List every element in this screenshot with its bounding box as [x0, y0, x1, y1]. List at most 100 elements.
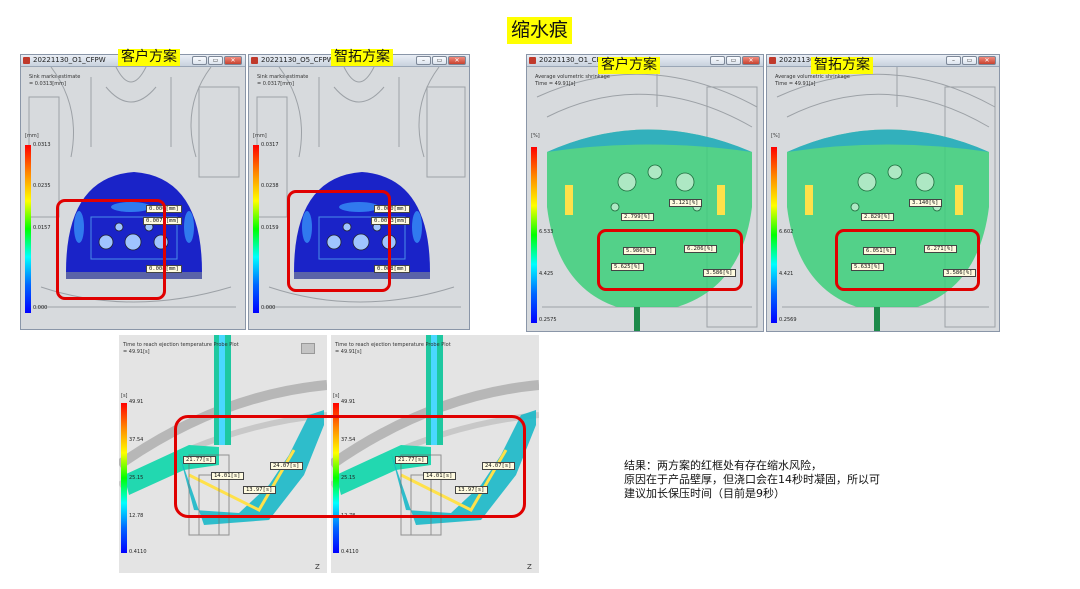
probe-label: 3.121[%]: [669, 199, 702, 207]
result-name: Time to reach ejection temperature Probe…: [123, 342, 239, 348]
color-scale-bar: [333, 403, 339, 553]
scale-tick: 0.0159: [261, 225, 279, 231]
scale-tick: 6.533: [539, 229, 554, 235]
scale-tick: 0.0238: [261, 183, 279, 189]
scheme-label-customer: 客户方案: [598, 57, 660, 74]
restore-button[interactable]: ▭: [962, 56, 977, 65]
restore-button[interactable]: ▭: [208, 56, 223, 65]
color-scale-bar: [771, 147, 777, 323]
scale-tick: 6.602: [779, 229, 794, 235]
shrinkage-model-render: [527, 67, 763, 331]
scale-tick: 49.91: [129, 399, 144, 405]
scale-tick: 0.000: [261, 305, 276, 311]
scale-tick: 0.000: [33, 305, 48, 311]
color-scale-bar: [25, 145, 31, 313]
model-viewport[interactable]: Average volumetric shrinkage Time = 49.9…: [527, 67, 763, 331]
scale-tick: 0.4110: [129, 549, 147, 555]
probe-label: 14.01[s]: [211, 472, 244, 480]
slide-title: 缩水痕: [507, 17, 573, 44]
window-titlebar[interactable]: 20221130_O5_CFPW – ▭ ✕: [249, 55, 469, 67]
window-titlebar[interactable]: 20221130_O5_CFPW – ▭ ✕: [767, 55, 999, 67]
probe-label: 5.625[%]: [611, 263, 644, 271]
minimize-button[interactable]: –: [416, 56, 431, 65]
scale-unit: [%]: [771, 133, 780, 139]
scale-tick: 4.421: [779, 271, 794, 277]
scale-tick: 25.15: [129, 475, 144, 481]
app-icon: [251, 57, 258, 64]
scale-tick: 25.15: [341, 475, 356, 481]
scheme-label-customer: 客户方案: [118, 49, 180, 66]
scheme-label-zhituo: 智拓方案: [331, 49, 393, 66]
scale-unit: [%]: [531, 133, 540, 139]
scale-tick: 0.2569: [779, 317, 797, 323]
app-icon: [769, 57, 776, 64]
scale-unit: [mm]: [25, 133, 39, 139]
result-value: = 0.0313[mm]: [29, 81, 66, 87]
scale-tick: 0.2575: [539, 317, 557, 323]
risk-highlight-box: [287, 190, 391, 292]
window-title: 20221130_O1_CFPW: [33, 56, 106, 64]
result-name: Average volumetric shrinkage: [775, 74, 850, 80]
restore-button[interactable]: ▭: [726, 56, 741, 65]
close-button[interactable]: ✕: [448, 56, 466, 65]
model-viewport[interactable]: Sink marks estimate = 0.0317[mm] [mm] 0.…: [249, 67, 469, 329]
probe-label: 2.829[%]: [861, 213, 894, 221]
close-button[interactable]: ✕: [224, 56, 242, 65]
shrinkage-window-customer[interactable]: 20221130_O1_CFPW – ▭ ✕: [526, 54, 764, 332]
minimize-button[interactable]: –: [710, 56, 725, 65]
restore-button[interactable]: ▭: [432, 56, 447, 65]
color-scale-bar: [531, 147, 537, 323]
app-icon: [529, 57, 536, 64]
result-value: Time = 49.91[s]: [775, 81, 816, 87]
conclusion-line: 原因在于产品壁厚，但浇口会在14秒时凝固，所以可: [624, 473, 880, 486]
svg-text:Z: Z: [315, 563, 320, 571]
risk-highlight-box: [174, 415, 526, 518]
scale-unit: [s]: [333, 393, 340, 399]
probe-label: 14.01[s]: [423, 472, 456, 480]
minimize-button[interactable]: –: [192, 56, 207, 65]
result-value: = 49.91[s]: [123, 349, 150, 355]
result-value: = 49.91[s]: [335, 349, 362, 355]
minimize-button[interactable]: –: [946, 56, 961, 65]
window-title: 20221130_O1_CFPW: [539, 56, 612, 64]
scale-unit: [s]: [121, 393, 128, 399]
probe-label: 6.271[%]: [924, 245, 957, 253]
model-viewport[interactable]: Average volumetric shrinkage Time = 49.9…: [767, 67, 999, 331]
scale-tick: 37.54: [341, 437, 356, 443]
probe-label: 0.000[mm]: [374, 205, 410, 213]
probe-label: 2.799[%]: [621, 213, 654, 221]
conclusion-line: 建议加长保压时间（目前是9秒）: [624, 487, 785, 500]
probe-label: 3.140[%]: [909, 199, 942, 207]
result-name: Sink marks estimate: [257, 74, 309, 80]
probe-label: 5.633[%]: [851, 263, 884, 271]
risk-highlight-box: [597, 229, 743, 291]
result-value: = 0.0317[mm]: [257, 81, 294, 87]
scale-tick: 0.0157: [33, 225, 51, 231]
scale-tick: 0.4110: [341, 549, 359, 555]
conclusion-text: 结果：两方案的红框处有存在缩水风险， 原因在于产品壁厚，但浇口会在14秒时凝固，…: [624, 459, 1004, 501]
shrinkage-window-zhituo[interactable]: 20221130_O5_CFPW – ▭ ✕: [766, 54, 1000, 332]
probe-label: 24.07[s]: [482, 462, 515, 470]
probe-label: 5.986[%]: [623, 247, 656, 255]
window-title: 20221130_O5_CFPW: [261, 56, 334, 64]
sink-window-zhituo[interactable]: 20221130_O5_CFPW – ▭ ✕: [248, 54, 470, 330]
risk-highlight-box: [835, 229, 980, 291]
scale-tick: 37.54: [129, 437, 144, 443]
probe-label: 13.97[s]: [455, 486, 488, 494]
scale-tick: 4.425: [539, 271, 554, 277]
probe-label: 21.77[s]: [183, 456, 216, 464]
result-value: Time = 49.91[s]: [535, 81, 576, 87]
probe-label: 3.586[%]: [703, 269, 736, 277]
scale-tick: 0.0313: [33, 142, 51, 148]
probe-label: 3.586[%]: [943, 269, 976, 277]
svg-text:Z: Z: [527, 563, 532, 571]
scheme-label-zhituo: 智拓方案: [811, 57, 873, 74]
panel-toolbar-button[interactable]: [301, 343, 315, 354]
close-button[interactable]: ✕: [978, 56, 996, 65]
close-button[interactable]: ✕: [742, 56, 760, 65]
result-name: Time to reach ejection temperature Probe…: [335, 342, 451, 348]
app-icon: [23, 57, 30, 64]
sink-model-render: [249, 67, 469, 329]
probe-label: 0.0072[mm]: [143, 217, 183, 225]
